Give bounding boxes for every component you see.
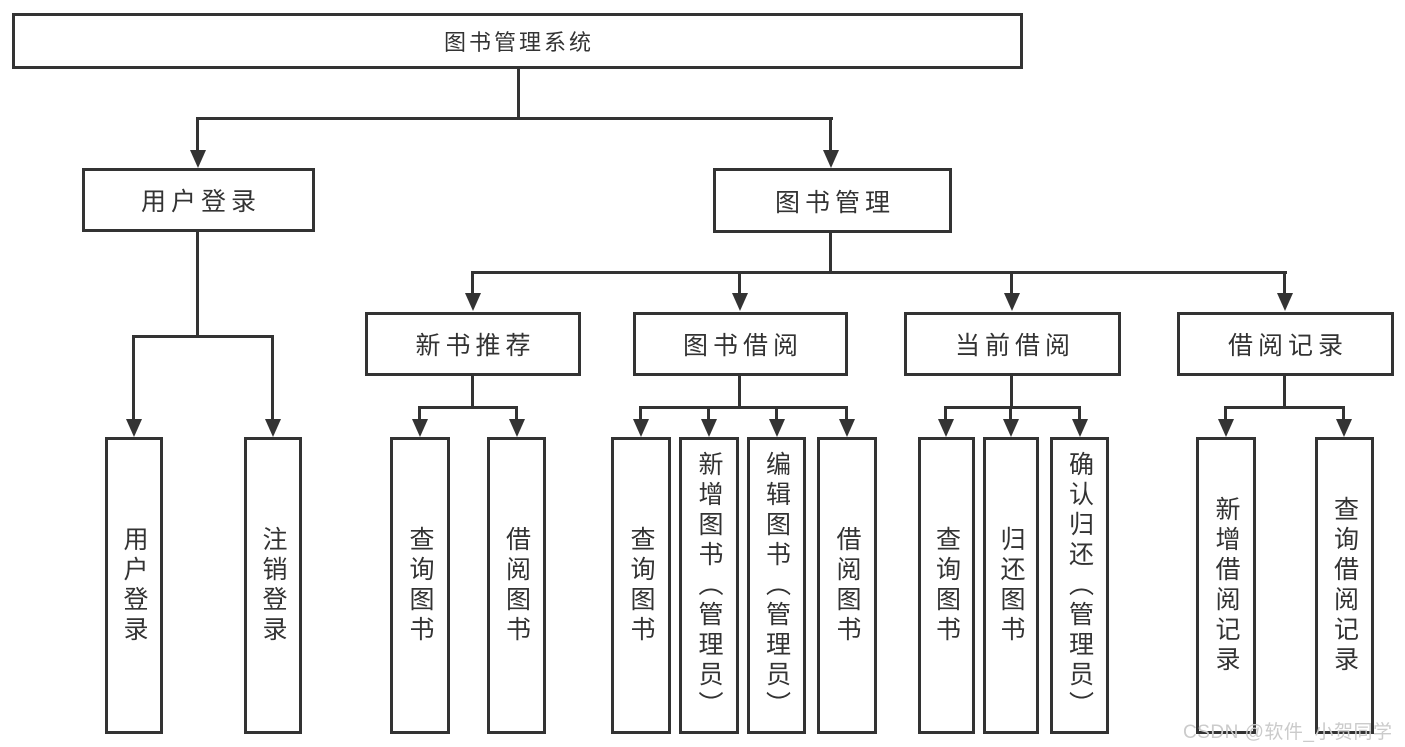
connector-cb-confirm-drop bbox=[1078, 406, 1081, 421]
arrow-down-icon bbox=[1072, 419, 1088, 437]
node-bb-borrow-books-label: 借阅图书 bbox=[833, 525, 861, 646]
node-cb-return-books: 归还图书 bbox=[983, 437, 1039, 734]
node-cb-confirm-return: 确认归还（管理员） bbox=[1050, 437, 1109, 734]
node-br-add-record: 新增借阅记录 bbox=[1196, 437, 1256, 734]
node-bb-add-books-label: 新增图书（管理员） bbox=[695, 450, 723, 721]
node-bb-edit-books: 编辑图书（管理员） bbox=[747, 437, 806, 734]
connector-book-mgmt-drop bbox=[829, 117, 832, 152]
connector-nb-borrow-drop bbox=[515, 406, 518, 421]
connector-new-book-rec-stem bbox=[471, 376, 474, 408]
node-cb-query-books: 查询图书 bbox=[918, 437, 975, 734]
node-current-borrow: 当前借阅 bbox=[904, 312, 1121, 376]
node-user-login-label: 用户登录 bbox=[140, 188, 261, 216]
connector-book-mgmt-bar bbox=[471, 271, 1287, 274]
node-br-query-record: 查询借阅记录 bbox=[1315, 437, 1374, 734]
connector-cb-query-drop bbox=[944, 406, 947, 421]
node-cb-return-books-label: 归还图书 bbox=[997, 525, 1025, 646]
connector-login-drop bbox=[132, 335, 135, 421]
arrow-down-icon bbox=[509, 419, 525, 437]
node-nb-borrow-books: 借阅图书 bbox=[487, 437, 546, 734]
node-borrow-records-label: 借阅记录 bbox=[1227, 332, 1348, 360]
connector-current-borrow-stem bbox=[1010, 376, 1013, 408]
node-login: 用户登录 bbox=[105, 437, 163, 734]
connector-new-book-rec-drop bbox=[471, 271, 474, 295]
arrow-down-icon bbox=[265, 419, 281, 437]
arrow-down-icon bbox=[412, 419, 428, 437]
connector-current-borrow-drop bbox=[1010, 271, 1013, 295]
arrow-down-icon bbox=[1218, 419, 1234, 437]
node-book-mgmt-label: 图书管理 bbox=[774, 188, 895, 217]
connector-cb-return-drop bbox=[1009, 406, 1012, 421]
node-book-borrow-label: 图书借阅 bbox=[682, 332, 803, 360]
arrow-down-icon bbox=[732, 293, 748, 311]
node-bb-query-books-label: 查询图书 bbox=[627, 525, 655, 646]
connector-bb-borrow-drop bbox=[845, 406, 848, 421]
csdn-watermark: CSDN @软件_小贺同学 bbox=[1183, 722, 1393, 743]
connector-book-mgmt-stem bbox=[829, 233, 832, 273]
connector-user-login-bar bbox=[132, 335, 274, 338]
arrow-down-icon bbox=[1277, 293, 1293, 311]
node-new-book-rec-label: 新书推荐 bbox=[415, 332, 536, 360]
connector-bb-query-drop bbox=[639, 406, 642, 421]
connector-user-login-drop bbox=[196, 117, 199, 152]
connector-borrow-records-bar bbox=[1224, 406, 1345, 409]
node-logout: 注销登录 bbox=[244, 437, 302, 734]
arrow-down-icon bbox=[1003, 419, 1019, 437]
connector-current-borrow-bar bbox=[944, 406, 1081, 409]
node-bb-edit-books-label: 编辑图书（管理员） bbox=[762, 450, 791, 721]
arrow-down-icon bbox=[633, 419, 649, 437]
connector-br-add-drop bbox=[1224, 406, 1227, 421]
connector-logout-drop bbox=[271, 335, 274, 421]
arrow-down-icon bbox=[938, 419, 954, 437]
connector-book-borrow-bar bbox=[639, 406, 848, 409]
connector-book-borrow-stem bbox=[738, 376, 741, 408]
connector-bb-edit-drop bbox=[775, 406, 778, 421]
connector-nb-query-drop bbox=[418, 406, 421, 421]
node-root: 图书管理系统 bbox=[12, 13, 1023, 69]
connector-br-query-drop bbox=[1342, 406, 1345, 421]
arrow-down-icon bbox=[190, 150, 206, 168]
node-bb-add-books: 新增图书（管理员） bbox=[679, 437, 739, 734]
connector-root-stem bbox=[517, 68, 520, 119]
node-root-label: 图书管理系统 bbox=[443, 30, 594, 55]
connector-user-login-stem bbox=[196, 232, 199, 338]
arrow-down-icon bbox=[823, 150, 839, 168]
connector-borrow-records-drop bbox=[1283, 271, 1286, 295]
node-user-login: 用户登录 bbox=[82, 168, 315, 232]
node-br-query-record-label: 查询借阅记录 bbox=[1330, 495, 1359, 676]
node-bb-query-books: 查询图书 bbox=[611, 437, 671, 734]
node-cb-confirm-return-label: 确认归还（管理员） bbox=[1065, 450, 1094, 721]
node-nb-query-books-label: 查询图书 bbox=[406, 525, 434, 646]
node-current-borrow-label: 当前借阅 bbox=[954, 332, 1075, 360]
node-logout-label: 注销登录 bbox=[259, 525, 287, 646]
node-login-label: 用户登录 bbox=[120, 525, 148, 646]
arrow-down-icon bbox=[1004, 293, 1020, 311]
connector-borrow-records-stem bbox=[1283, 376, 1286, 408]
node-nb-query-books: 查询图书 bbox=[390, 437, 450, 734]
node-new-book-rec: 新书推荐 bbox=[365, 312, 581, 376]
node-nb-borrow-books-label: 借阅图书 bbox=[502, 525, 531, 646]
node-br-add-record-label: 新增借阅记录 bbox=[1212, 495, 1240, 676]
connector-book-borrow-drop bbox=[738, 271, 741, 295]
node-cb-query-books-label: 查询图书 bbox=[932, 525, 961, 646]
arrow-down-icon bbox=[701, 419, 717, 437]
node-bb-borrow-books: 借阅图书 bbox=[817, 437, 877, 734]
node-book-mgmt: 图书管理 bbox=[713, 168, 952, 233]
connector-new-book-rec-bar bbox=[418, 406, 518, 409]
arrow-down-icon bbox=[126, 419, 142, 437]
connector-root-bar bbox=[196, 117, 833, 120]
arrow-down-icon bbox=[769, 419, 785, 437]
node-borrow-records: 借阅记录 bbox=[1177, 312, 1394, 376]
arrow-down-icon bbox=[839, 419, 855, 437]
arrow-down-icon bbox=[465, 293, 481, 311]
arrow-down-icon bbox=[1336, 419, 1352, 437]
node-book-borrow: 图书借阅 bbox=[633, 312, 848, 376]
connector-bb-add-drop bbox=[707, 406, 710, 421]
